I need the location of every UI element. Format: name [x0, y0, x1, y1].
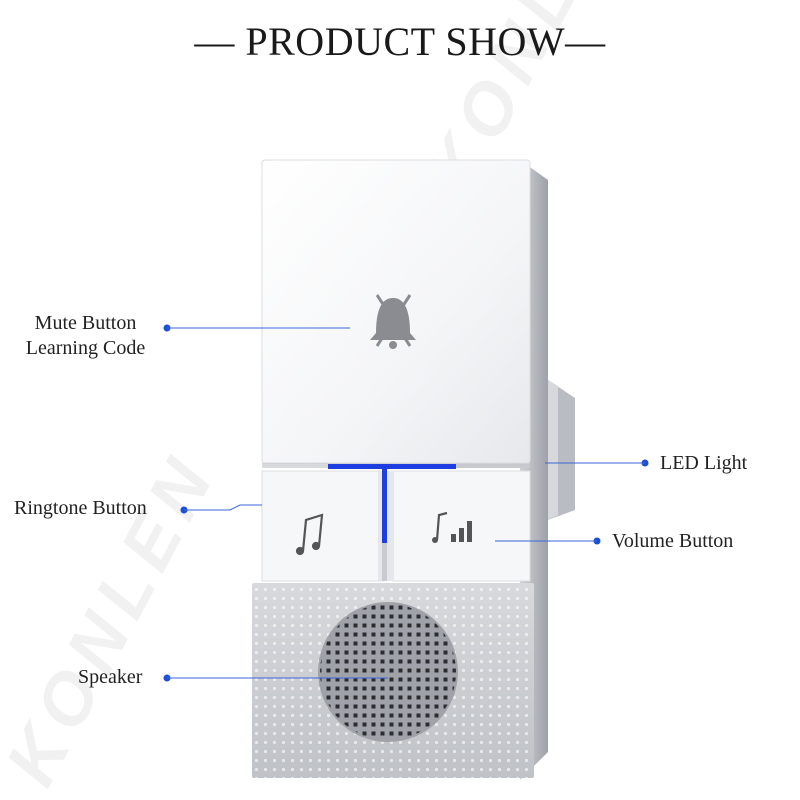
label-mute-line2: Learning Code: [25, 337, 146, 359]
callout-volume: [495, 537, 601, 545]
bell-muted-icon: [370, 294, 416, 349]
ringtone-button: [261, 470, 385, 582]
callout-mute: [163, 324, 350, 332]
label-led-light: LED Light: [660, 452, 748, 474]
label-ringtone-button: Ringtone Button: [14, 497, 147, 519]
label-speaker: Speaker: [78, 666, 143, 688]
label-volume-button: Volume Button: [612, 530, 734, 552]
page-title: — PRODUCT SHOW—: [194, 19, 606, 64]
led-strip: [328, 464, 456, 469]
callout-led: [545, 459, 649, 467]
led-vertical: [382, 468, 387, 543]
music-note-icon: [295, 513, 324, 556]
callout-speaker: [163, 674, 388, 682]
label-mute-line1: Mute Button: [34, 312, 137, 334]
callout-ringtone: [180, 504, 262, 514]
label-mute-button: Mute Button Learning Code: [8, 311, 163, 361]
volume-bars-icon: [432, 511, 472, 543]
volume-button: [391, 470, 531, 582]
